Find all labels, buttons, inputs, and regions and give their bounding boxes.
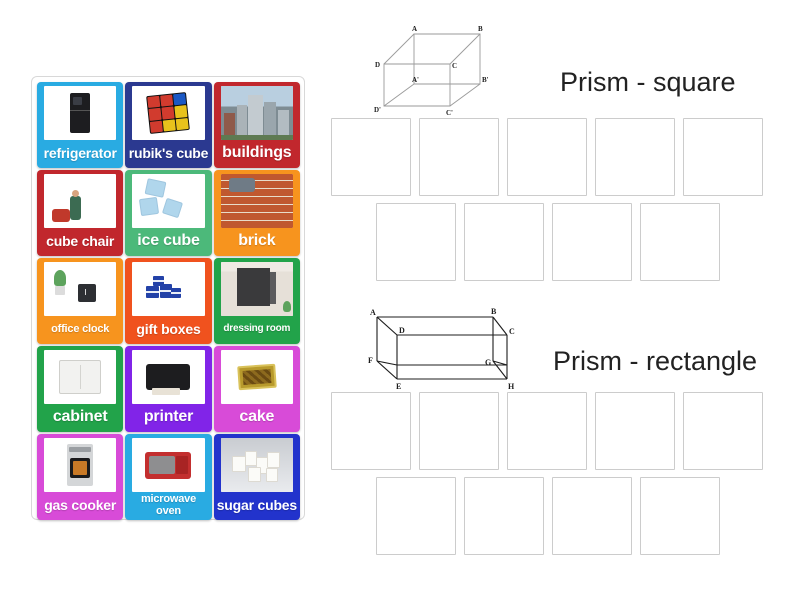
group-header-square: A B C D A' B' C' D' Prism - square	[372, 22, 736, 117]
source-card[interactable]: rubik's cube	[125, 82, 212, 168]
drop-zone-square[interactable]	[507, 118, 587, 196]
drop-zone-square[interactable]	[683, 118, 763, 196]
prism-vertex-label-H: H	[508, 382, 515, 391]
source-card[interactable]: sugar cubes	[213, 434, 300, 520]
source-card[interactable]: cube chair	[37, 170, 124, 256]
source-card-label: cake	[239, 408, 275, 426]
group-title-rectangle: Prism - rectangle	[553, 345, 758, 376]
source-card-label: refrigerator	[43, 145, 117, 162]
source-card[interactable]: ice cube	[125, 170, 212, 256]
cube-vertex-label-B: B	[478, 25, 483, 33]
cube-diagram: A B C D A' B' C' D'	[374, 25, 489, 117]
microwave-oven-thumb	[132, 438, 205, 492]
source-card-label: office clock	[51, 322, 110, 335]
refrigerator-thumb	[44, 86, 117, 140]
cube-vertex-label-A2: A'	[412, 76, 419, 84]
source-card-grid: refrigerator rubik's cube buildings cube ch…	[37, 82, 300, 520]
drop-zone-rectangle[interactable]	[464, 477, 544, 555]
drop-zone-row-square-2	[376, 203, 720, 281]
source-card[interactable]: brick	[213, 170, 300, 256]
prism-vertex-label-A: A	[370, 308, 376, 317]
drop-zone-row-square-1	[331, 118, 763, 196]
source-card-label: dressing room	[223, 323, 291, 335]
drop-zone-rectangle[interactable]	[331, 392, 411, 470]
source-card-label: gas cooker	[44, 497, 117, 514]
source-card[interactable]: office clock	[37, 258, 124, 344]
dressing-room-thumb	[220, 262, 293, 316]
drop-zone-rectangle[interactable]	[683, 392, 763, 470]
drop-zone-rectangle[interactable]	[507, 392, 587, 470]
source-card[interactable]: gift boxes	[125, 258, 212, 344]
source-card-label: ice cube	[137, 232, 200, 250]
drop-zone-rectangle[interactable]	[376, 477, 456, 555]
source-card-label: brick	[238, 232, 276, 250]
cube-vertex-label-C2: C'	[446, 109, 453, 117]
group-header-rectangle: A B C D E F G H Prism - rectangle	[365, 303, 757, 391]
rubiks-cube-thumb	[132, 86, 205, 140]
prism-vertex-label-C: C	[509, 327, 515, 336]
drop-zone-square[interactable]	[331, 118, 411, 196]
drop-zone-square[interactable]	[640, 203, 720, 281]
gift-boxes-thumb	[132, 262, 205, 316]
cube-vertex-label-D: D	[375, 61, 380, 69]
printer-thumb	[132, 350, 205, 404]
buildings-thumb	[220, 86, 293, 140]
source-card[interactable]: cake	[213, 346, 300, 432]
cake-thumb	[220, 350, 293, 404]
ice-cube-thumb	[132, 174, 205, 228]
source-card-label: printer	[143, 408, 194, 426]
gas-cooker-thumb	[44, 438, 117, 492]
drop-zone-rectangle[interactable]	[640, 477, 720, 555]
source-card-label: cabinet	[52, 408, 108, 426]
drop-zone-square[interactable]	[464, 203, 544, 281]
source-card-label: sugar cubes	[216, 497, 297, 514]
source-card[interactable]: microwave oven	[125, 434, 212, 520]
cube-vertex-label-B2: B'	[482, 76, 489, 84]
prism-vertex-label-D: D	[399, 326, 405, 335]
cube-vertex-label-A: A	[412, 25, 417, 33]
sugar-cubes-thumb	[220, 438, 293, 492]
source-card-panel: refrigerator rubik's cube buildings cube ch…	[31, 76, 305, 520]
drop-zone-square[interactable]	[376, 203, 456, 281]
drop-zone-rectangle[interactable]	[419, 392, 499, 470]
source-card[interactable]: refrigerator	[37, 82, 124, 168]
source-card[interactable]: buildings	[213, 82, 300, 168]
drop-zone-rectangle[interactable]	[595, 392, 675, 470]
source-card[interactable]: printer	[125, 346, 212, 432]
brick-thumb	[220, 174, 293, 228]
source-card-label: microwave oven	[140, 493, 197, 517]
prism-vertex-label-F: F	[368, 356, 373, 365]
group-title-square: Prism - square	[560, 67, 736, 97]
source-card-label: cube chair	[46, 233, 115, 250]
cube-vertex-label-D2: D'	[374, 106, 381, 114]
office-clock-thumb	[44, 262, 117, 316]
source-card[interactable]: gas cooker	[37, 434, 124, 520]
cube-vertex-label-C: C	[452, 62, 457, 70]
prism-vertex-label-G: G	[485, 358, 491, 367]
drop-zone-row-rectangle-1	[331, 392, 763, 470]
rectangular-prism-diagram: A B C D E F G H	[368, 307, 515, 391]
drop-zone-row-rectangle-2	[376, 477, 720, 555]
drop-zone-rectangle[interactable]	[552, 477, 632, 555]
source-card[interactable]: cabinet	[37, 346, 124, 432]
cube-chair-thumb	[44, 174, 117, 228]
drop-zone-square[interactable]	[595, 118, 675, 196]
source-card-label: buildings	[222, 144, 292, 162]
drop-zone-square[interactable]	[419, 118, 499, 196]
source-card-label: rubik's cube	[128, 145, 209, 162]
prism-vertex-label-E: E	[396, 382, 401, 391]
source-card-label: gift boxes	[136, 321, 201, 338]
prism-vertex-label-B: B	[491, 307, 497, 316]
cabinet-thumb	[44, 350, 117, 404]
source-card[interactable]: dressing room	[213, 258, 300, 344]
drop-zone-square[interactable]	[552, 203, 632, 281]
